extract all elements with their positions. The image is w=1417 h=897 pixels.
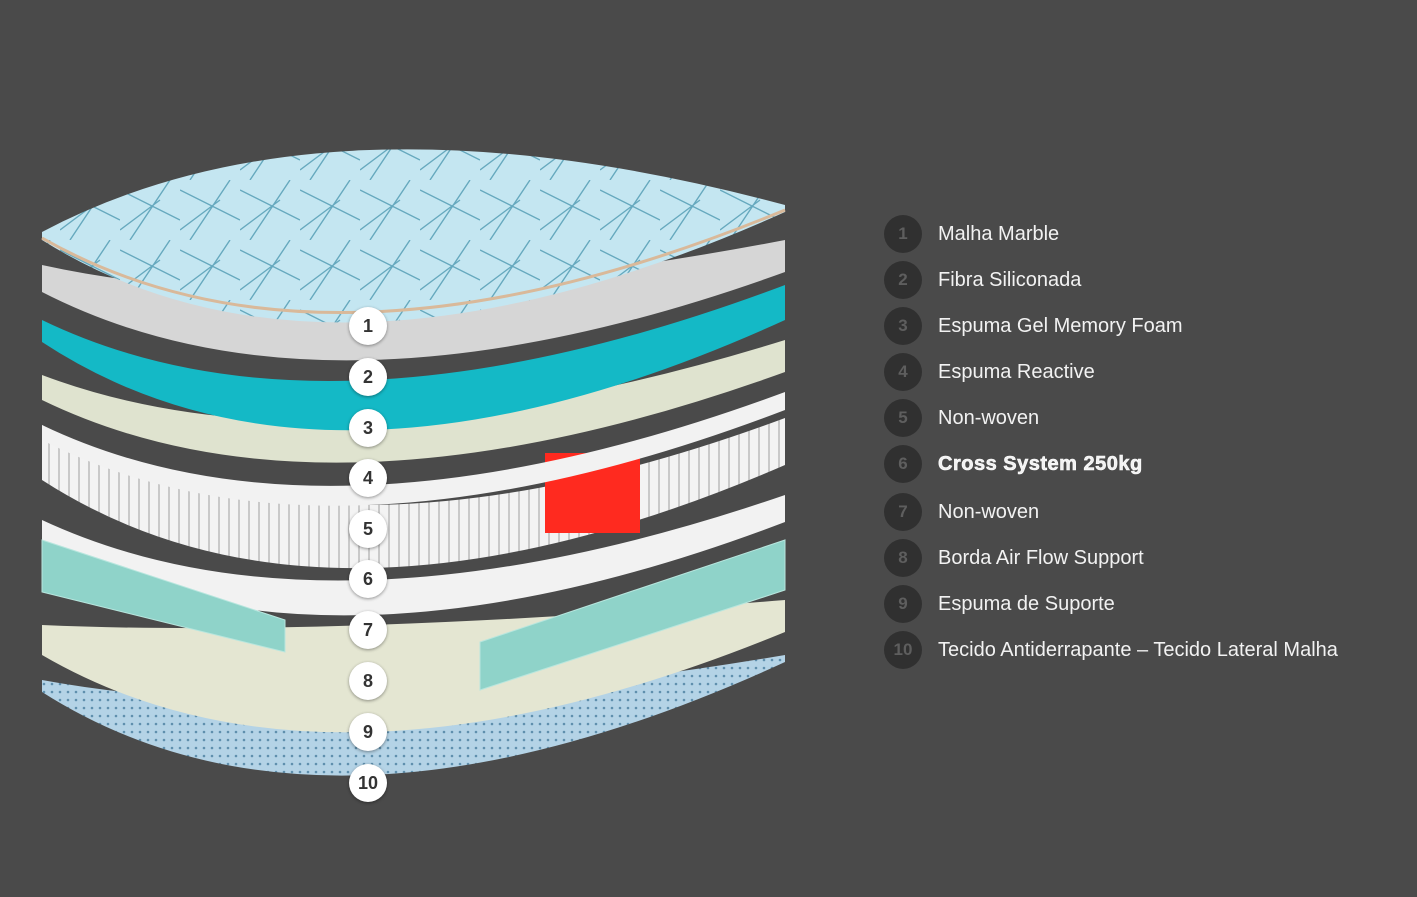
legend-item: 10 Tecido Antiderrapante – Tecido Lateral… [884, 630, 1338, 670]
marble-knit-layer [42, 149, 785, 323]
legend-number-badge: 6 [884, 445, 922, 483]
nonwoven-top-layer [42, 392, 785, 506]
legend-item: 5 Non-woven [884, 398, 1039, 438]
legend-label: Malha Marble [938, 222, 1060, 245]
legend-label: Espuma Gel Memory Foam [938, 314, 1183, 337]
legend-number-badge: 10 [884, 631, 922, 669]
legend-label: Fibra Siliconada [938, 268, 1082, 291]
legend-number-badge: 5 [884, 399, 922, 437]
legend-number-badge: 7 [884, 493, 922, 531]
legend-item: 1 Malha Marble [884, 214, 1059, 254]
legend-item: 4 Espuma Reactive [884, 352, 1095, 392]
airflow-border-right [479, 539, 786, 691]
layer-marker-10: 10 [349, 764, 387, 802]
layer-marker-8: 8 [349, 662, 387, 700]
layer-marker-9: 9 [349, 713, 387, 751]
layer-marker-3: 3 [349, 409, 387, 447]
legend-number-badge: 9 [884, 585, 922, 623]
legend-label: Borda Air Flow Support [938, 546, 1144, 569]
legend-item: 8 Borda Air Flow Support [884, 538, 1144, 578]
legend-label: Espuma Reactive [938, 360, 1095, 383]
legend-number-badge: 4 [884, 353, 922, 391]
layer-marker-2: 2 [349, 358, 387, 396]
reactive-foam-layer [42, 340, 785, 463]
layer-marker-4: 4 [349, 459, 387, 497]
legend-label: Cross System 250kg [938, 452, 1143, 475]
legend-number-badge: 8 [884, 539, 922, 577]
layer-marker-6: 6 [349, 560, 387, 598]
legend-label: Espuma de Suporte [938, 592, 1115, 615]
legend-number-badge: 1 [884, 215, 922, 253]
legend-item: 3 Espuma Gel Memory Foam [884, 306, 1183, 346]
layer-marker-1: 1 [349, 307, 387, 345]
legend-item: 2 Fibra Siliconada [884, 260, 1081, 300]
legend-item: 7 Non-woven [884, 492, 1039, 532]
nonwoven-bottom-layer [42, 495, 785, 616]
layer-marker-5: 5 [349, 510, 387, 548]
legend-label: Tecido Antiderrapante – Tecido Lateral M… [938, 638, 1338, 661]
legend-number-badge: 3 [884, 307, 922, 345]
legend-item: 6 Cross System 250kg [884, 444, 1143, 484]
layer-marker-7: 7 [349, 611, 387, 649]
legend-item: 9 Espuma de Suporte [884, 584, 1115, 624]
legend-number-badge: 2 [884, 261, 922, 299]
gel-memory-foam-layer [42, 285, 785, 431]
airflow-border-left [41, 539, 286, 653]
legend-label: Non-woven [938, 500, 1040, 523]
legend-label: Non-woven [938, 406, 1040, 429]
